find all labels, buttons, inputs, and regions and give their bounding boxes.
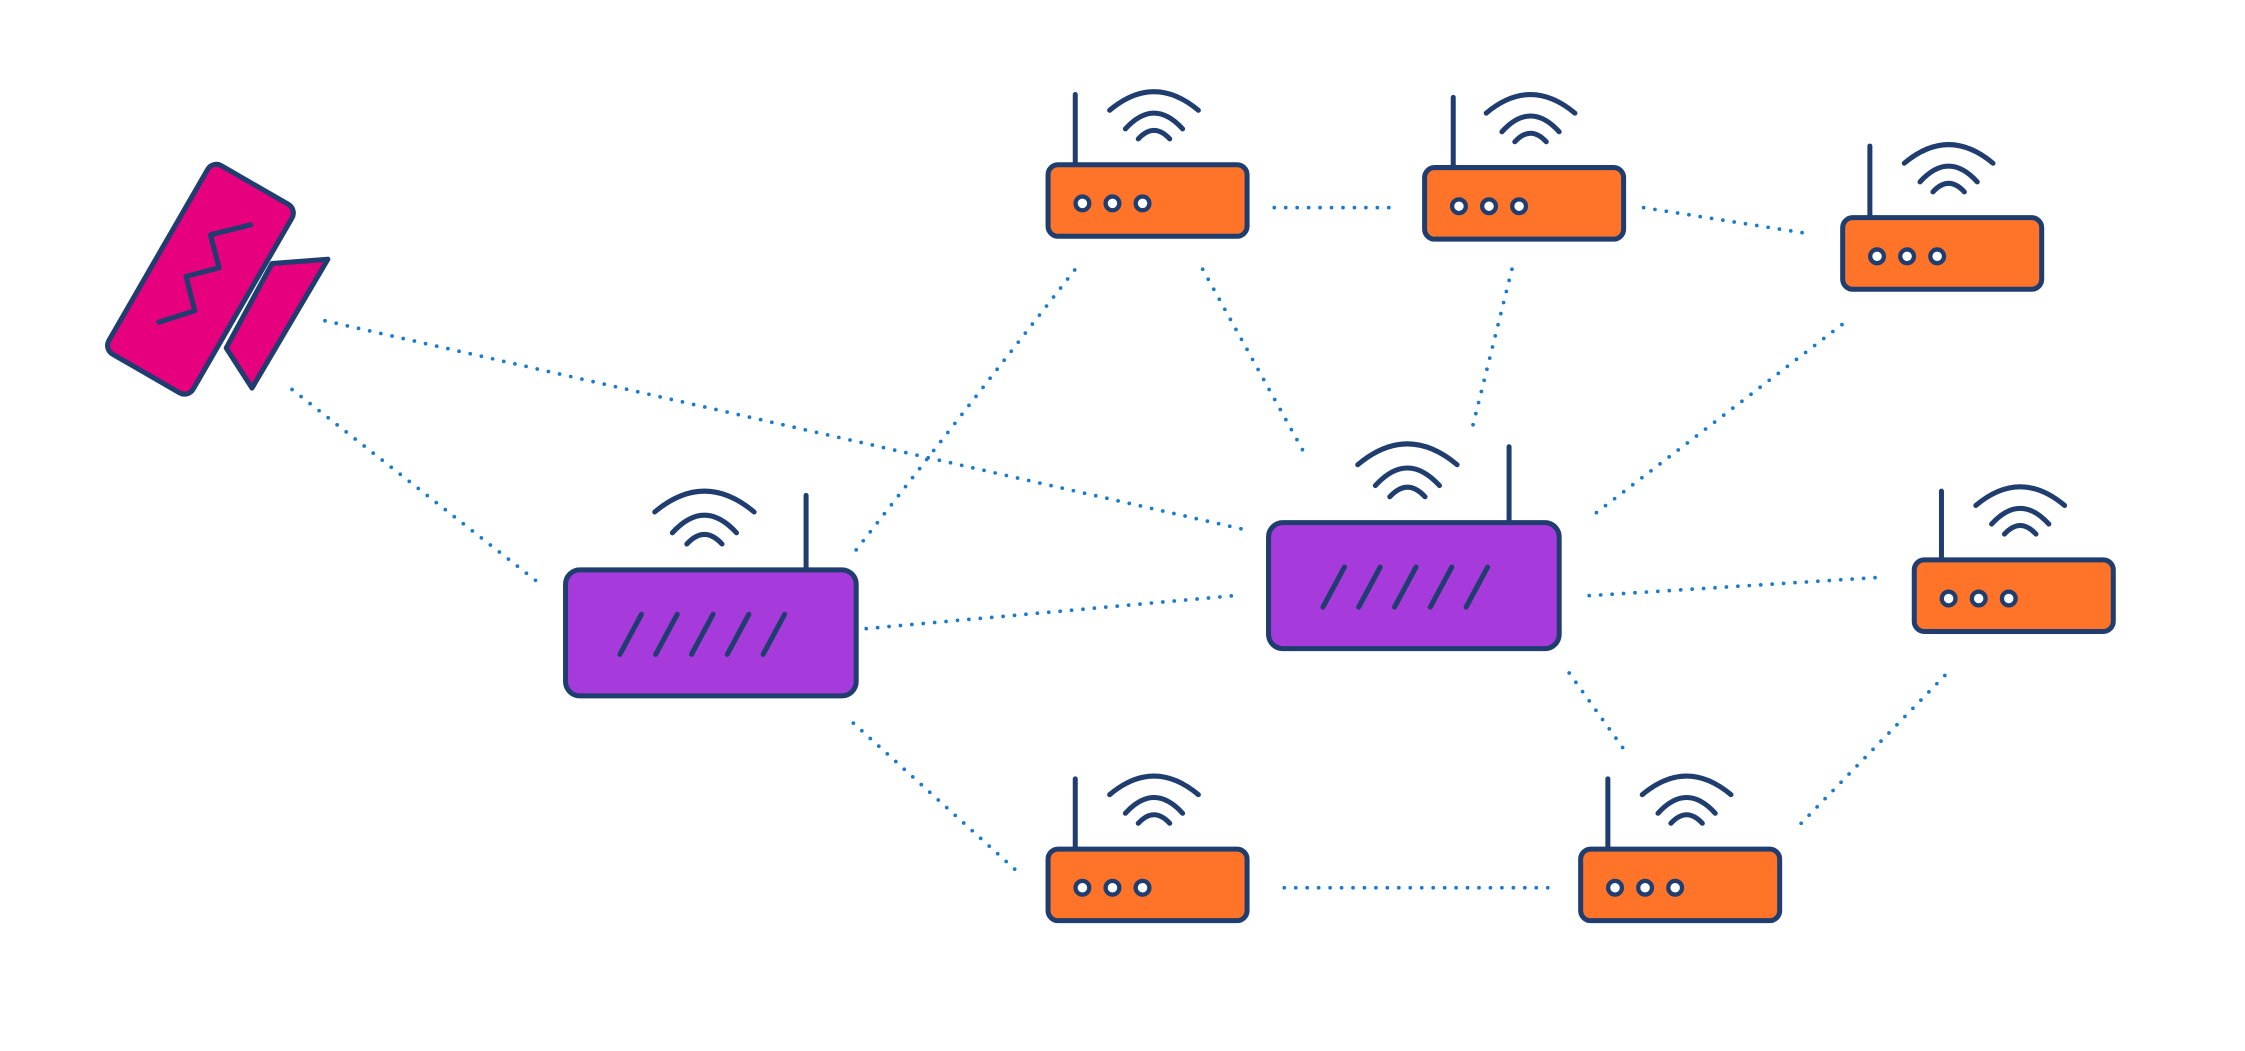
wifi-arc-inner [1512, 130, 1549, 145]
dotted-link [1200, 267, 1310, 461]
status-light [1510, 197, 1529, 216]
wifi-arc-inner [684, 531, 725, 547]
wifi-arc-middle [669, 512, 740, 536]
vent-slot [724, 611, 752, 657]
wifi-router-icon [1045, 773, 1250, 924]
status-light [1636, 878, 1655, 897]
dotted-link [1799, 668, 1952, 826]
mesh-hub-router-icon [563, 488, 859, 699]
dotted-link [1567, 671, 1626, 751]
wifi-arc-middle [1122, 110, 1186, 132]
phone-body [105, 161, 296, 397]
wifi-arc-inner [1930, 180, 1967, 195]
dotted-link [864, 593, 1237, 631]
status-light [1666, 878, 1685, 897]
status-light [1939, 589, 1958, 608]
status-light [1606, 878, 1625, 897]
wifi-arc-middle [1499, 113, 1562, 135]
wifi-signal-icon [1107, 89, 1201, 142]
vent-slot [760, 611, 788, 657]
status-light [1969, 589, 1988, 608]
network-links [290, 205, 1952, 890]
status-light [1868, 247, 1887, 266]
wifi-arc-middle [1372, 465, 1442, 489]
wifi-arc-outer [1355, 441, 1460, 468]
crack-line [156, 222, 254, 325]
vent-slot [617, 611, 644, 657]
status-light [1103, 194, 1122, 213]
wifi-arc-outer [1107, 773, 1201, 798]
dotted-link [1469, 267, 1514, 432]
wifi-arc-middle [1917, 163, 1980, 185]
status-light [1449, 197, 1468, 216]
wifi-router-icon [1422, 92, 1627, 242]
wifi-router-icon [1840, 142, 2045, 292]
wifi-arc-outer [1973, 484, 2068, 508]
status-light [1480, 197, 1499, 216]
status-light [1073, 878, 1092, 897]
dotted-link [854, 267, 1078, 552]
wifi-signal-icon [1639, 773, 1734, 826]
vent-slot [689, 611, 716, 657]
network-nodes [563, 89, 2116, 924]
status-light [1073, 194, 1092, 213]
wifi-arc-outer [652, 488, 757, 515]
hub-body [1266, 520, 1562, 652]
wifi-signal-icon [1973, 484, 2068, 537]
wifi-signal-icon [1107, 773, 1201, 826]
status-light [1133, 194, 1152, 213]
hub-body [563, 567, 859, 699]
dotted-link [290, 387, 546, 589]
wifi-signal-icon [1483, 92, 1578, 145]
dotted-link [323, 318, 1248, 532]
vent-slot [1392, 564, 1419, 610]
wifi-arc-inner [1135, 812, 1173, 826]
status-light [1898, 247, 1917, 266]
wifi-arc-outer [1107, 89, 1201, 113]
dotted-link [1594, 318, 1849, 515]
wifi-arc-inner [1387, 484, 1428, 500]
mesh-hub-router-icon [1266, 441, 1562, 652]
vent-slot [1320, 564, 1347, 610]
wifi-arc-outer [1483, 92, 1578, 116]
wifi-signal-icon [652, 488, 757, 547]
status-light [1999, 589, 2018, 608]
wifi-arc-middle [1122, 795, 1186, 816]
wifi-arc-inner [1668, 812, 1705, 826]
status-light [1133, 878, 1152, 897]
dotted-link [1587, 575, 1887, 598]
status-light [1928, 247, 1947, 266]
wifi-router-icon [1578, 773, 1783, 924]
vent-slot [1356, 564, 1383, 610]
wifi-arc-outer [1639, 773, 1734, 798]
wifi-arc-middle [1989, 506, 2052, 527]
phone-fragment [223, 256, 331, 391]
broken-phone-icon [105, 161, 331, 397]
wifi-arc-inner [2001, 523, 2039, 537]
dotted-link [851, 721, 1022, 876]
wifi-signal-icon [1355, 441, 1460, 500]
wifi-arc-middle [1655, 795, 1718, 816]
wifi-signal-icon [1901, 142, 1996, 195]
dotted-link [1641, 205, 1809, 236]
vent-slot [1427, 564, 1455, 610]
wifi-arc-inner [1135, 127, 1173, 142]
vent-slot [653, 611, 680, 657]
wifi-router-icon [1911, 484, 2116, 634]
wifi-router-icon [1045, 89, 1250, 239]
status-light [1103, 878, 1122, 897]
vent-slot [1463, 564, 1491, 610]
wifi-arc-outer [1901, 142, 1996, 166]
